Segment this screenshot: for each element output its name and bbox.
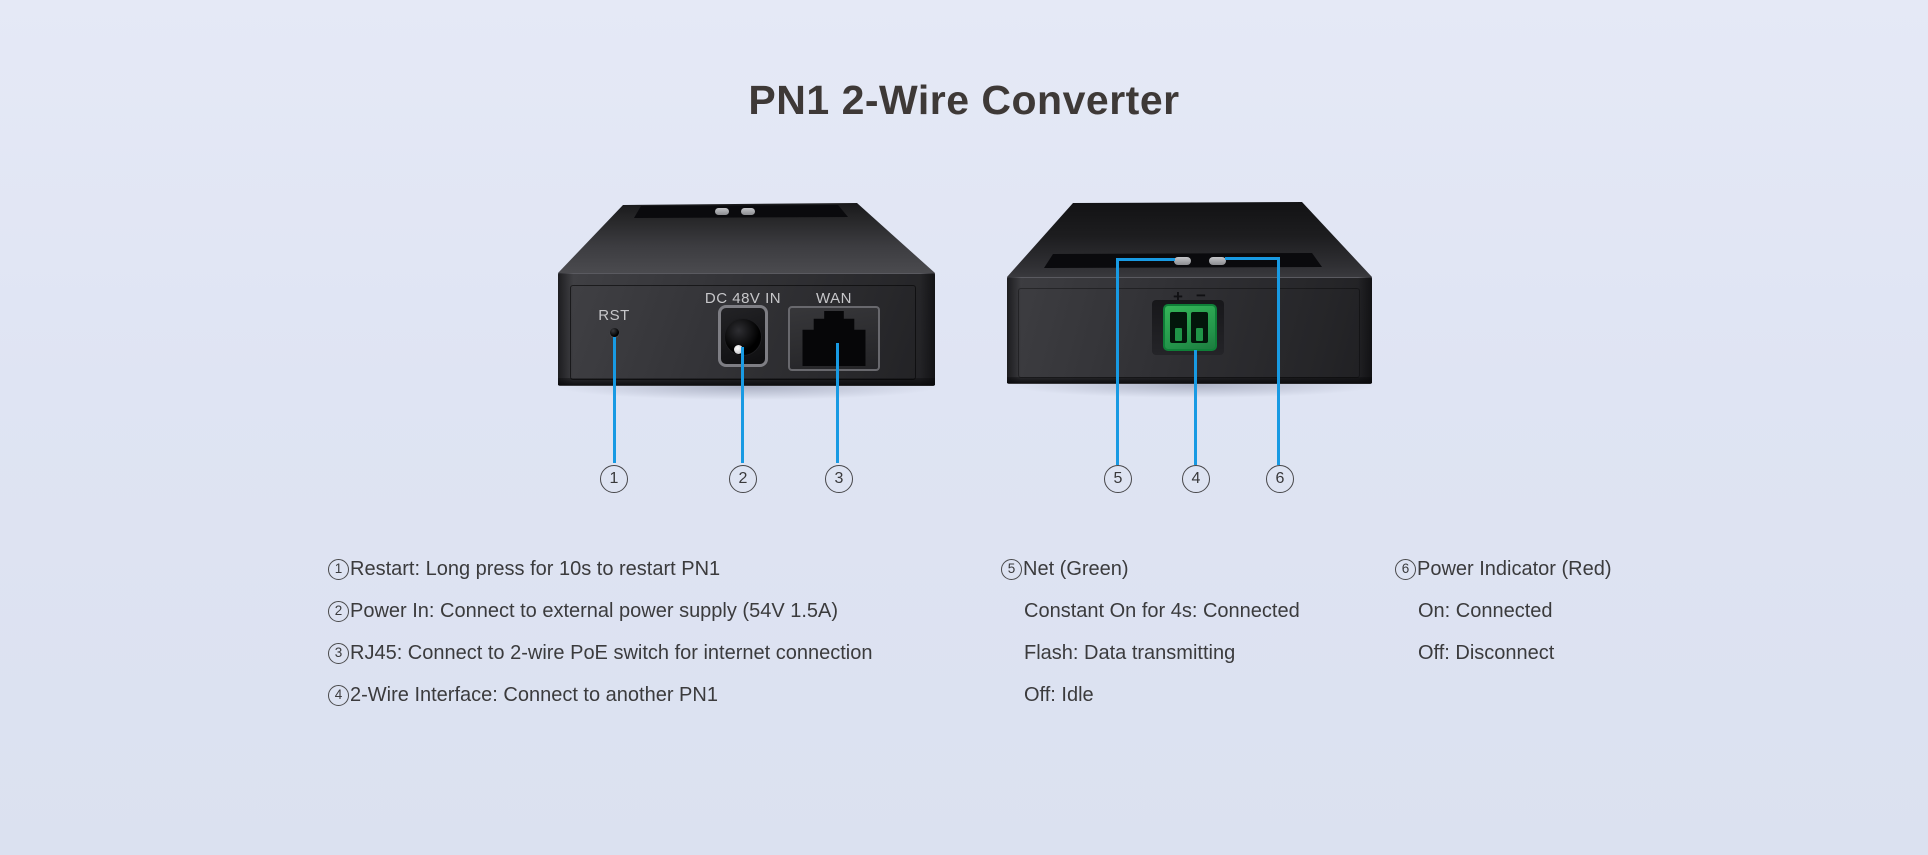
legend-item: Off: Disconnect	[1395, 632, 1612, 674]
callout-line-3	[836, 343, 839, 463]
callout-line-4-vertical	[1194, 350, 1197, 465]
net-led-icon	[1174, 257, 1191, 265]
plus-label: +	[1173, 287, 1183, 306]
legend-text: Constant On for 4s: Connected	[1024, 599, 1300, 622]
legend-text: Flash: Data transmitting	[1024, 641, 1236, 664]
callout-circle-6: 6	[1266, 465, 1294, 493]
back-device-bottom-edge	[1007, 377, 1372, 383]
front-device-bottom-edge	[558, 378, 935, 385]
rst-label: RST	[598, 307, 630, 324]
callout-line-6-vertical	[1277, 257, 1280, 465]
legend-text: RJ45: Connect to 2-wire PoE switch for i…	[350, 641, 873, 664]
circled-number: 4	[328, 684, 349, 706]
front-device-right-edge	[920, 273, 935, 385]
reset-button[interactable]	[610, 328, 619, 337]
callout-line-6-horizontal	[1225, 257, 1280, 260]
legend-text: On: Connected	[1418, 599, 1553, 622]
dc-jack-pin	[734, 345, 743, 354]
front-device-left-edge	[558, 273, 573, 385]
rj45-socket-icon	[802, 311, 866, 366]
circled-number: 2	[328, 600, 349, 622]
legend-text: Net (Green)	[1023, 557, 1129, 580]
circled-number: 5	[1001, 558, 1022, 580]
callout-line-5-horizontal	[1117, 258, 1175, 261]
circled-number: 6	[1395, 558, 1416, 580]
callout-circle-4: 4	[1182, 465, 1210, 493]
circled-number: 3	[328, 642, 349, 664]
back-device-left-edge	[1007, 277, 1021, 383]
terminal-socket-minus	[1191, 312, 1208, 343]
callout-circle-5: 5	[1104, 465, 1132, 493]
legend-item: Constant On for 4s: Connected	[1001, 590, 1300, 632]
back-device-panel-outline	[1018, 288, 1360, 378]
page-title: PN1 2-Wire Converter	[748, 77, 1180, 124]
wan-rj45-port[interactable]	[788, 306, 880, 371]
callout-line-5-vertical	[1116, 258, 1119, 465]
power-led-icon	[741, 208, 755, 215]
net-led-icon	[715, 208, 729, 215]
front-device-led-strip	[634, 205, 848, 218]
legend-text: Power In: Connect to external power supp…	[350, 599, 839, 622]
two-wire-terminal[interactable]	[1163, 304, 1217, 351]
legend-item: On: Connected	[1395, 590, 1612, 632]
terminal-pin	[1175, 328, 1182, 341]
callout-circle-1: 1	[600, 465, 628, 493]
legend-item: Flash: Data transmitting	[1001, 632, 1300, 674]
legend-text: 2-Wire Interface: Connect to another PN1	[350, 683, 718, 706]
callout-line-1	[613, 337, 616, 463]
legend-text: Restart: Long press for 10s to restart P…	[350, 557, 721, 580]
callout-circle-2: 2	[729, 465, 757, 493]
power-led-icon	[1209, 257, 1226, 265]
callout-circle-3: 3	[825, 465, 853, 493]
dc-in-label: DC 48V IN	[704, 290, 782, 307]
legend-text: Off: Idle	[1024, 683, 1094, 706]
legend-text: Off: Disconnect	[1418, 641, 1555, 664]
legend-item: Off: Idle	[1001, 674, 1300, 716]
wan-label: WAN	[816, 290, 852, 307]
back-device-led-strip	[1044, 253, 1322, 268]
callout-line-2	[741, 347, 744, 463]
terminal-pin	[1196, 328, 1203, 341]
back-device-right-edge	[1358, 277, 1372, 383]
legend-text: Power Indicator (Red)	[1417, 557, 1612, 580]
minus-label: −	[1196, 286, 1206, 305]
circled-number: 1	[328, 558, 349, 580]
terminal-socket-plus	[1170, 312, 1187, 343]
